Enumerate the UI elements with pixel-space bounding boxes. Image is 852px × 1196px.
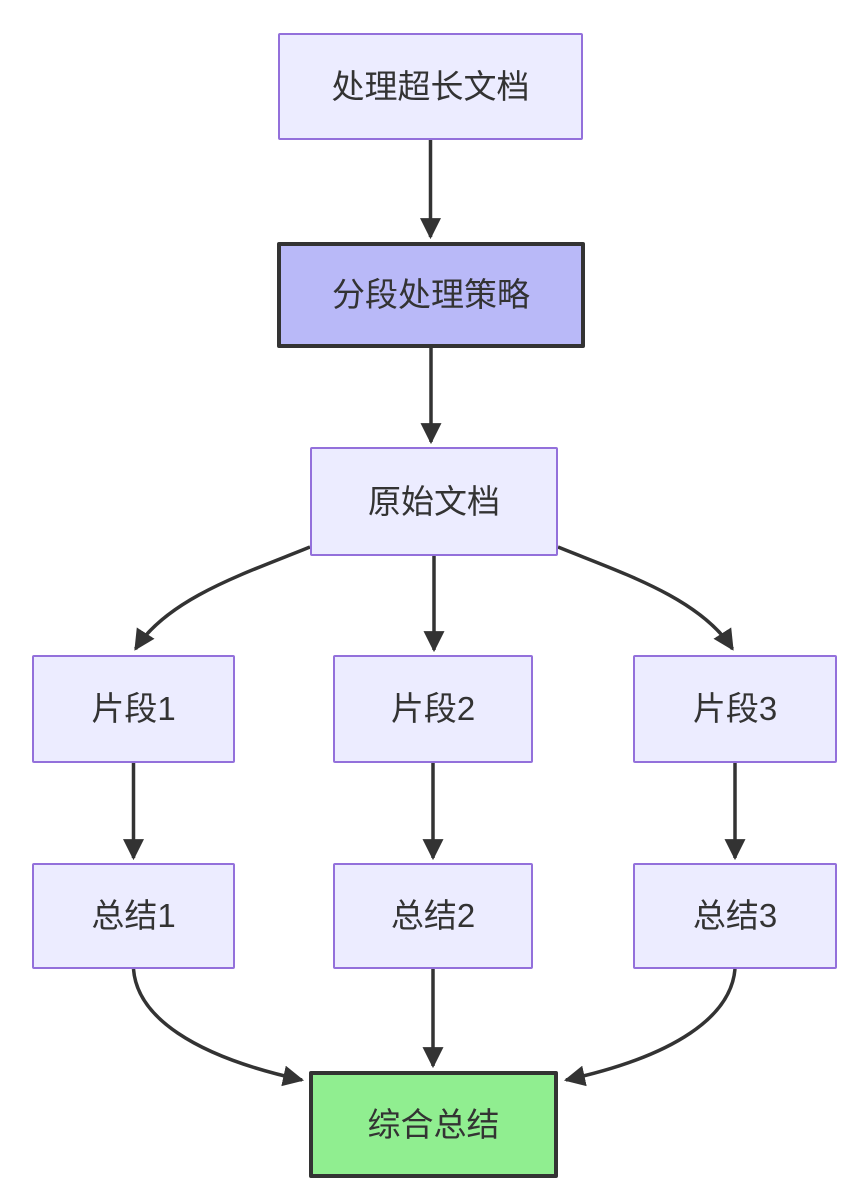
node-fragment-1: 片段1 [32, 655, 235, 763]
edge-original-to-fragment-3 [557, 545, 734, 651]
node-segmentation-strategy-label: 分段处理策略 [332, 276, 530, 314]
node-fragment-2: 片段2 [333, 655, 533, 763]
node-fragment-3: 片段3 [633, 655, 837, 763]
node-summary-1: 总结1 [32, 863, 235, 969]
node-fragment-1-label: 片段1 [91, 690, 176, 728]
node-fragment-3-label: 片段3 [692, 690, 778, 728]
edge-original-to-fragment-1 [134, 545, 311, 651]
node-summary-3-label: 总结3 [692, 897, 778, 935]
node-summary-2-label: 总结2 [390, 897, 476, 935]
node-summary-2: 总结2 [333, 863, 533, 969]
edge-summary-3-to-combined [563, 968, 737, 1087]
node-process-long-document: 处理超长文档 [278, 33, 583, 140]
node-combined-summary: 综合总结 [309, 1071, 558, 1178]
node-original-document: 原始文档 [310, 447, 558, 556]
node-summary-3: 总结3 [633, 863, 837, 969]
node-original-document-label: 原始文档 [368, 482, 500, 520]
edge-summary-1-to-combined [131, 968, 305, 1087]
node-combined-summary-label: 综合总结 [367, 1105, 500, 1143]
node-summary-1-label: 总结1 [91, 897, 176, 935]
node-fragment-2-label: 片段2 [390, 690, 476, 728]
node-segmentation-strategy: 分段处理策略 [277, 242, 585, 348]
node-process-long-document-label: 处理超长文档 [331, 67, 530, 105]
